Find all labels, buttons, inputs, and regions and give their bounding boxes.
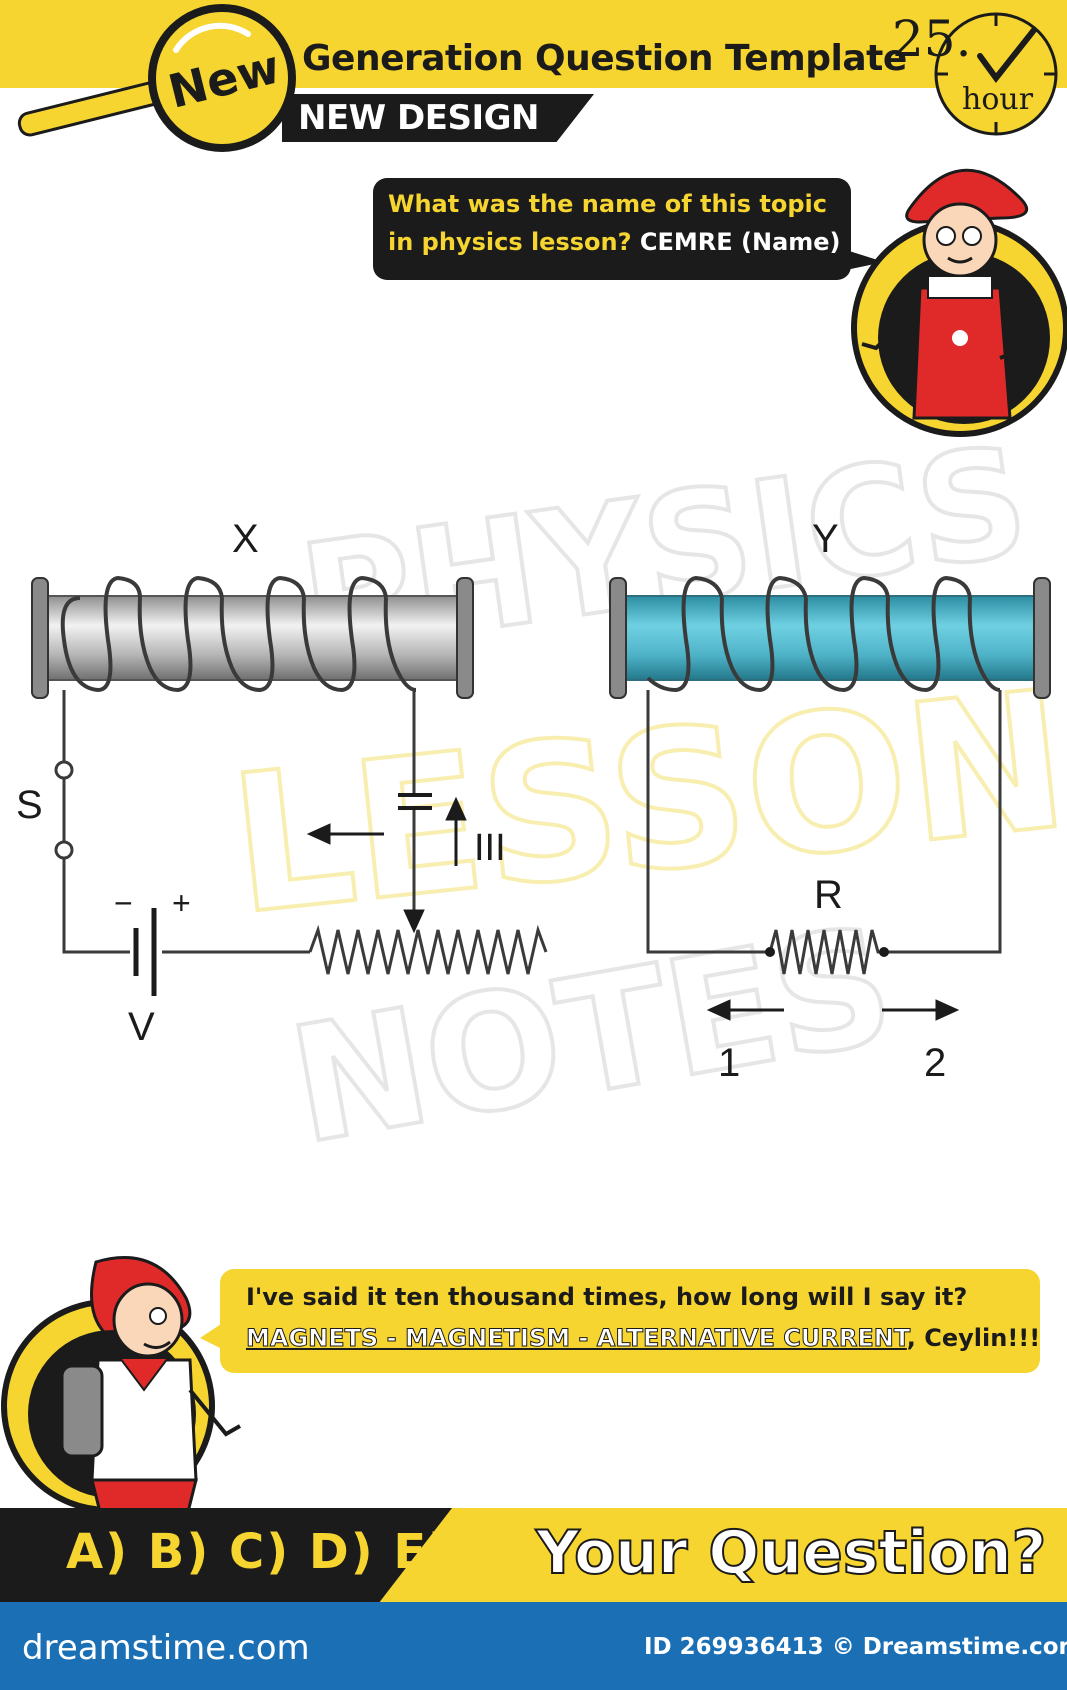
arrow-2-label: 2 xyxy=(924,1041,946,1085)
resistor-label: R xyxy=(814,873,843,917)
bubble-bottom-suffix: , Ceylin!!! xyxy=(906,1324,1041,1352)
switch-label: S xyxy=(16,783,43,827)
page-title: Generation Question Template xyxy=(302,38,907,79)
bubble-top-question: in physics lesson? xyxy=(388,228,640,256)
battery-plus-label: + xyxy=(172,885,191,921)
header-subtitle-band xyxy=(282,94,594,142)
speech-bubble-top xyxy=(373,178,851,280)
girl-character-hat-icon xyxy=(851,168,1067,437)
bubble-tail-icon xyxy=(846,250,884,270)
arrow-up-icon xyxy=(445,796,467,866)
arrow-2-icon xyxy=(882,999,960,1021)
speech-bubble-bottom xyxy=(220,1269,1040,1373)
direction-label: III xyxy=(474,827,506,869)
coil-x xyxy=(31,575,474,699)
answer-options-band xyxy=(0,1508,452,1602)
bubble-top-line-2: in physics lesson? CEMRE (Name) xyxy=(388,228,841,256)
watermark-word-2: LESSON xyxy=(222,649,1067,956)
bubble-bottom-topics: MAGNETS - MAGNETISM - ALTERNATIVE CURREN… xyxy=(246,1324,908,1353)
footer-bar xyxy=(0,1602,1067,1690)
bubble-bottom-line-2: MAGNETS - MAGNETISM - ALTERNATIVE CURREN… xyxy=(246,1324,1041,1353)
answer-options: A) B) C) D) E) xyxy=(66,1524,453,1580)
footer-brand: dreamstime.com xyxy=(22,1628,310,1668)
resistor-node-left xyxy=(765,947,775,957)
clock-icon xyxy=(934,12,1058,136)
coil-y-label: Y xyxy=(812,517,839,561)
arrow-left-icon xyxy=(306,823,384,845)
resistor-node-right xyxy=(879,947,889,957)
coil-y xyxy=(609,575,1051,699)
bubble-bottom-line-1: I've said it ten thousand times, how lon… xyxy=(246,1283,968,1311)
circuit-y-wiring xyxy=(646,690,1002,975)
girl-character-backpack-icon xyxy=(1,1256,241,1514)
lesson-unit: hour xyxy=(962,82,1034,117)
bubble-top-name: CEMRE (Name) xyxy=(639,228,841,256)
switch-icon xyxy=(54,760,74,860)
arrow-1-label: 1 xyxy=(718,1041,740,1085)
battery-label: V xyxy=(128,1005,155,1049)
rheostat-slider-icon xyxy=(398,793,432,934)
battery-icon xyxy=(133,908,157,996)
footer-image-id: ID 269936413 © Dreamstime.com xyxy=(644,1634,1067,1660)
lesson-number: 25. xyxy=(892,10,972,68)
coil-x-label: X xyxy=(232,517,259,561)
arrow-1-icon xyxy=(706,999,784,1021)
battery-minus-label: − xyxy=(114,885,133,921)
page-subtitle: NEW DESIGN xyxy=(298,98,539,138)
question-prompt: Your Question? xyxy=(535,1517,1047,1589)
bubble-top-line-1: What was the name of this topic xyxy=(388,190,828,218)
bubble-tail-icon xyxy=(200,1322,224,1350)
magnifier-badge-icon xyxy=(17,4,296,152)
circuit-x-wiring xyxy=(62,690,548,975)
